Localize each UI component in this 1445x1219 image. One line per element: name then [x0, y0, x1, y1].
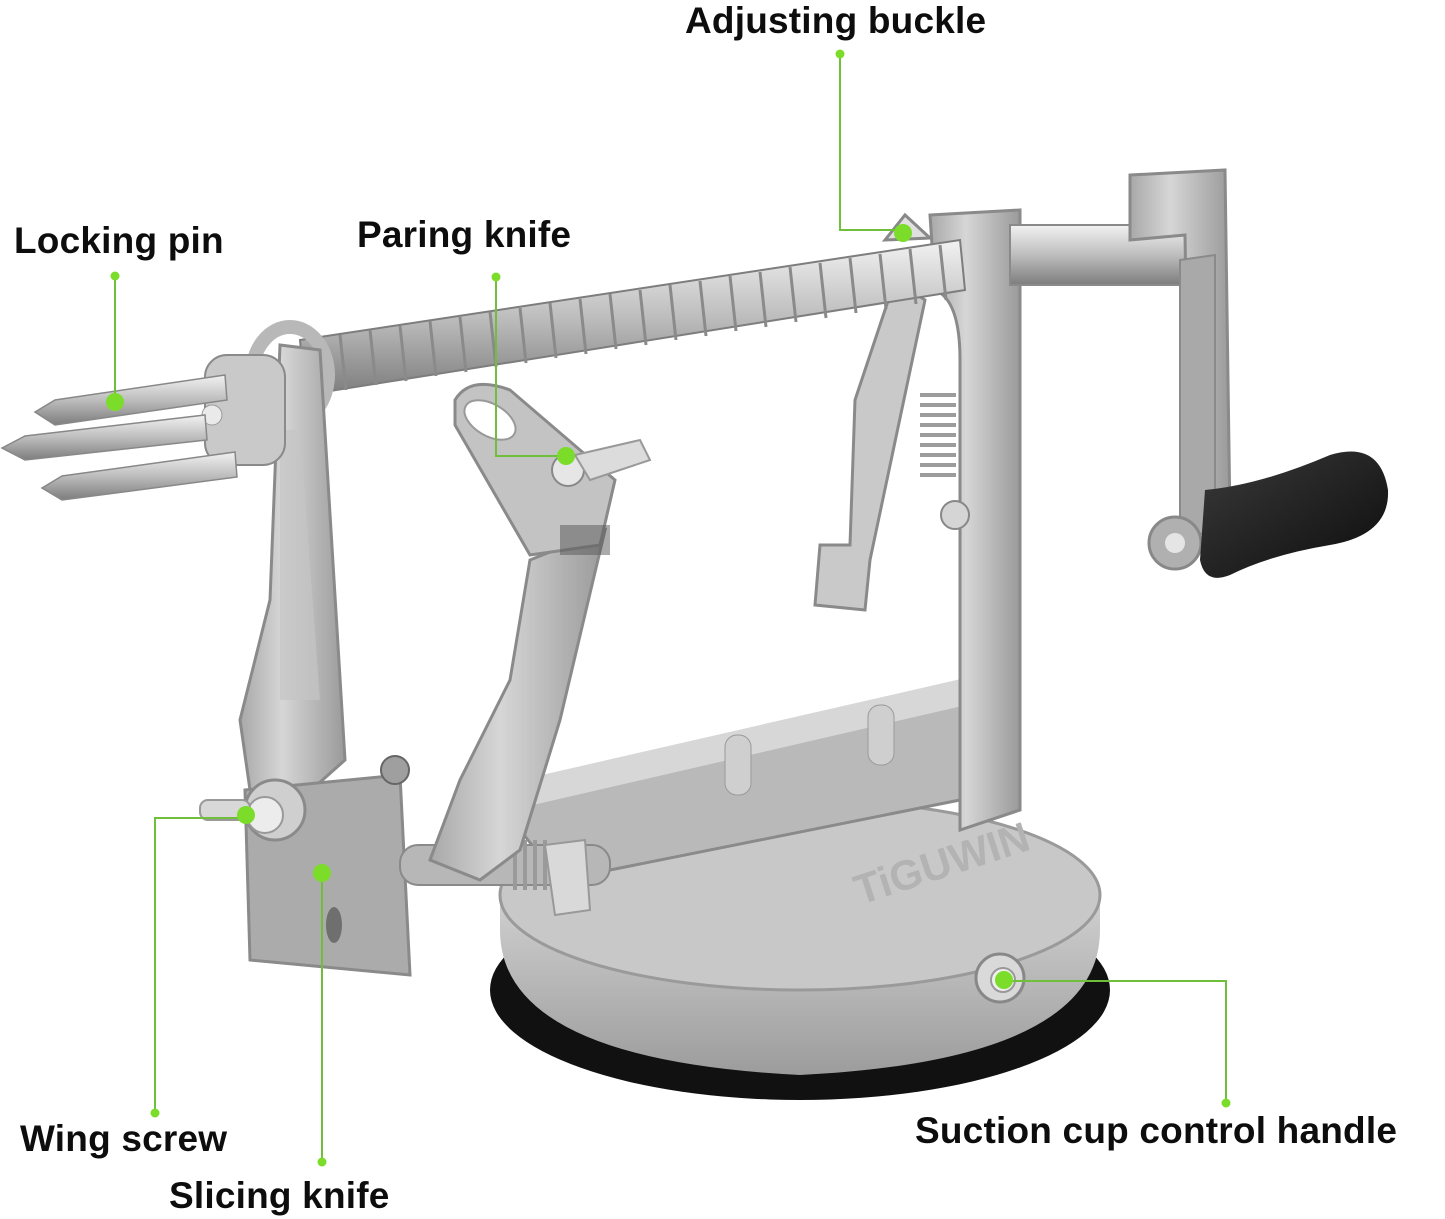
label-suction-cup-control-handle: Suction cup control handle: [915, 1110, 1398, 1151]
label-locking-pin: Locking pin: [14, 220, 224, 261]
label-wing-screw: Wing screw: [20, 1118, 228, 1159]
right-column: [928, 168, 1389, 833]
label-adjusting-buckle: Adjusting buckle: [685, 0, 987, 41]
fork-locking-pins: [0, 354, 286, 501]
suction-base: TiGUWIN: [490, 798, 1110, 1100]
label-paring-knife: Paring knife: [357, 214, 572, 255]
release-lever: [813, 277, 970, 612]
label-slicing-knife: Slicing knife: [169, 1175, 390, 1216]
frame-tray: [497, 670, 1012, 882]
